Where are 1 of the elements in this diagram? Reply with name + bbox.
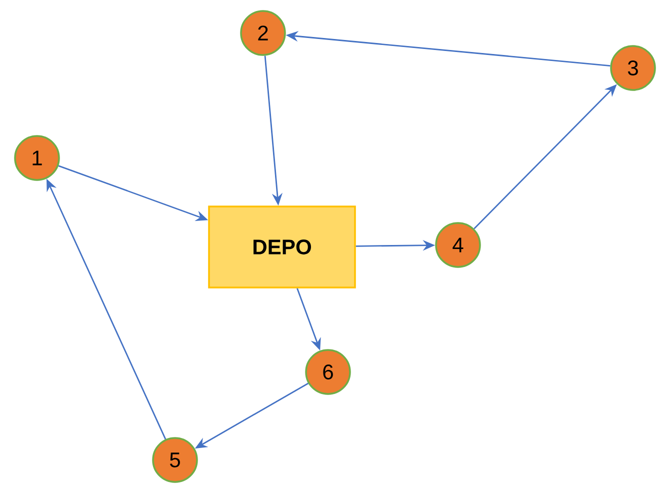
depot-box: DEPO: [208, 206, 356, 288]
